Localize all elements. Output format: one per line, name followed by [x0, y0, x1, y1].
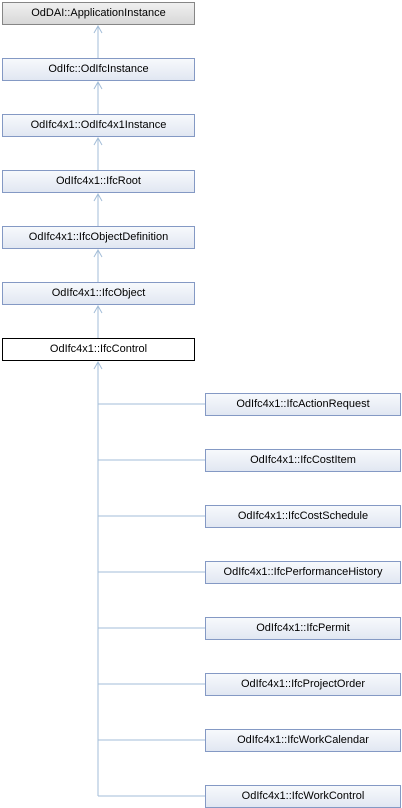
inheritance-arrow-head	[93, 136, 103, 146]
node-derived-class[interactable]: OdIfc4x1::IfcPermit	[205, 617, 401, 640]
node-current-class: OdIfc4x1::IfcControl	[2, 338, 195, 361]
node-derived-class[interactable]: OdIfc4x1::IfcWorkCalendar	[205, 729, 401, 752]
node-derived-class[interactable]: OdIfc4x1::IfcActionRequest	[205, 393, 401, 416]
node-derived-class[interactable]: OdIfc4x1::IfcProjectOrder	[205, 673, 401, 696]
inheritance-arrow-head	[93, 360, 103, 370]
node-derived-class[interactable]: OdIfc4x1::IfcWorkControl	[205, 785, 401, 808]
node-ancestor[interactable]: OdIfc4x1::IfcObjectDefinition	[2, 226, 195, 249]
node-derived-class[interactable]: OdIfc4x1::IfcPerformanceHistory	[205, 561, 401, 584]
inheritance-arrow-head	[93, 80, 103, 90]
inheritance-arrow-head	[93, 24, 103, 34]
node-derived-class[interactable]: OdIfc4x1::IfcCostItem	[205, 449, 401, 472]
node-base-class: OdDAI::ApplicationInstance	[2, 2, 195, 25]
inheritance-arrow-head	[93, 248, 103, 258]
node-ancestor[interactable]: OdIfc::OdIfcInstance	[2, 58, 195, 81]
node-ancestor[interactable]: OdIfc4x1::OdIfc4x1Instance	[2, 114, 195, 137]
node-ancestor[interactable]: OdIfc4x1::IfcRoot	[2, 170, 195, 193]
inheritance-arrow-head	[93, 304, 103, 314]
node-derived-class[interactable]: OdIfc4x1::IfcCostSchedule	[205, 505, 401, 528]
node-ancestor[interactable]: OdIfc4x1::IfcObject	[2, 282, 195, 305]
inheritance-arrow-head	[93, 192, 103, 202]
